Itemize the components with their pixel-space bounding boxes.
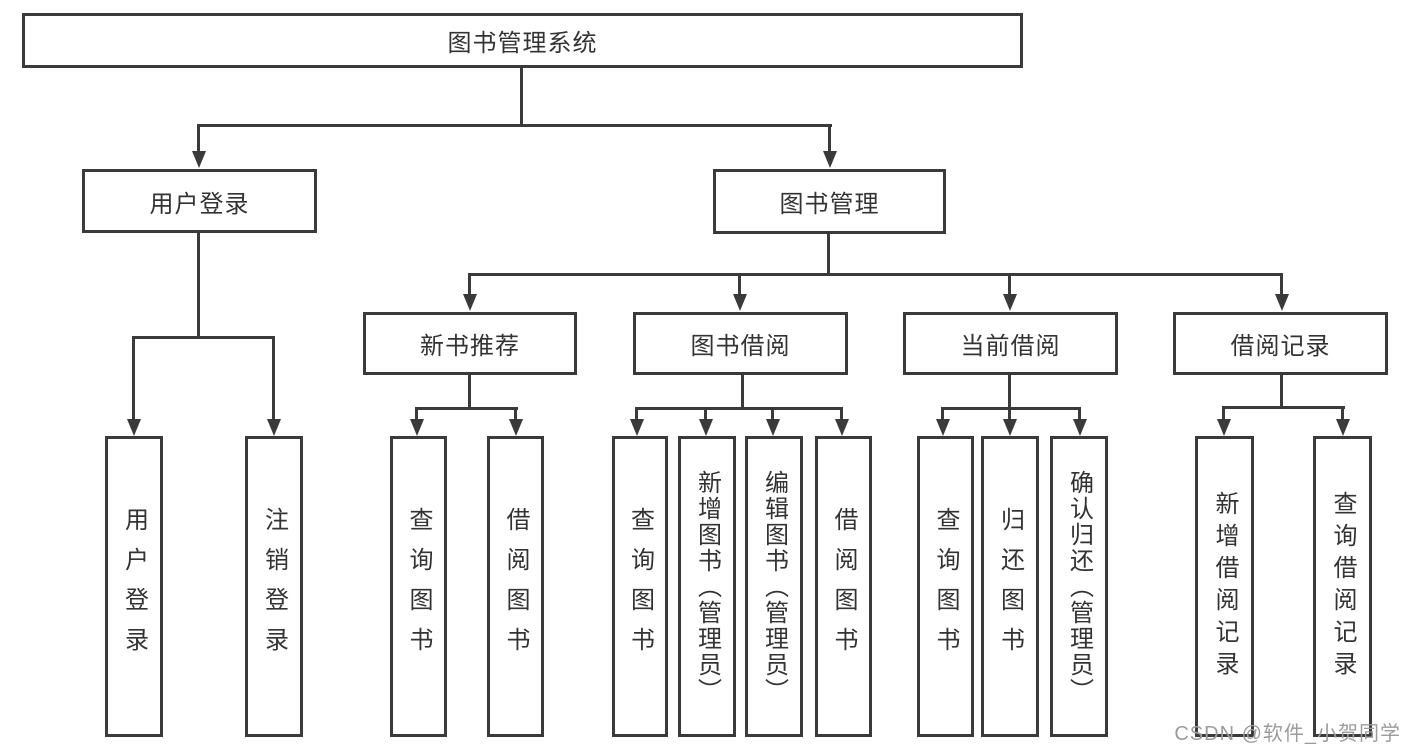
connector-stem-leaf-user-login	[132, 336, 135, 419]
node-book-borrowing-label: 图书借阅	[690, 333, 791, 360]
leaf-logout-label: 注销登录	[260, 506, 288, 667]
leaf-query-books-current: 查询图书	[917, 436, 974, 737]
node-user-login-label: 用户登录	[149, 190, 250, 218]
node-root-label: 图书管理系统	[447, 30, 598, 57]
connector-stem	[1222, 406, 1225, 419]
node-current-borrowing: 当前借阅	[903, 312, 1118, 375]
node-root: 图书管理系统	[22, 13, 1023, 68]
connector-user-login-trunk	[197, 233, 200, 339]
arrowhead-leaf	[1336, 419, 1350, 436]
node-new-book-recommend: 新书推荐	[363, 312, 577, 375]
leaf-add-books-admin-label: 新增图书（管理员）	[693, 469, 721, 704]
leaf-borrow-books-recommend: 借阅图书	[487, 436, 544, 737]
connector-borrowing-records-split	[1222, 406, 1345, 409]
leaf-query-borrow-record-label: 查询借阅记录	[1329, 490, 1356, 683]
node-book-borrowing: 图书借阅	[633, 312, 848, 375]
arrowhead-leaf	[835, 419, 849, 436]
node-book-management-label: 图书管理	[779, 191, 880, 218]
leaf-query-books-current-label: 查询图书	[932, 506, 959, 667]
connector-root-trunk	[520, 68, 523, 127]
connector-stem	[1008, 407, 1011, 419]
leaf-add-books-admin: 新增图书（管理员）	[678, 436, 736, 737]
node-borrowing-records: 借阅记录	[1173, 312, 1388, 375]
node-new-book-recommend-label: 新书推荐	[420, 333, 520, 360]
leaf-query-books-recommend: 查询图书	[390, 436, 447, 737]
arrowhead-leaf	[1003, 419, 1017, 436]
arrowhead-leaf	[936, 419, 950, 436]
connector-stem	[415, 407, 418, 419]
connector-stem	[941, 407, 944, 419]
connector-user-login-split	[132, 336, 275, 339]
connector-stem-leaf-logout	[272, 336, 275, 419]
connector-stem	[840, 407, 843, 419]
connector-stem-current-borrowing	[1008, 273, 1011, 295]
arrowhead-user-login	[192, 151, 206, 168]
leaf-borrow-books-recommend-label: 借阅图书	[502, 506, 529, 667]
arrowhead-leaf	[509, 419, 523, 436]
arrowhead-leaf	[630, 419, 644, 436]
arrowhead-book-borrowing	[733, 294, 747, 311]
connector-new-book-split	[415, 407, 518, 410]
connector-stem	[1341, 406, 1344, 419]
connector-current-borrowing-trunk	[1008, 375, 1011, 410]
leaf-return-books: 归还图书	[981, 436, 1039, 737]
leaf-add-borrow-record: 新增借阅记录	[1195, 436, 1254, 737]
node-borrowing-records-label: 借阅记录	[1230, 333, 1331, 360]
arrowhead-current-borrowing	[1003, 294, 1017, 311]
connector-stem	[704, 407, 707, 419]
leaf-user-login-label: 用户登录	[120, 506, 148, 667]
arrowhead-leaf-logout	[267, 419, 281, 436]
connector-book-borrowing-split	[635, 407, 843, 410]
connector-stem-user-login	[197, 124, 200, 152]
connector-book-management-trunk	[827, 234, 830, 276]
node-user-login: 用户登录	[82, 169, 317, 233]
connector-stem	[635, 407, 638, 419]
leaf-borrow-books-borrowing-label: 借阅图书	[830, 506, 857, 667]
connector-level1-split	[197, 124, 832, 127]
connector-stem-new-book	[468, 273, 471, 295]
node-book-management: 图书管理	[713, 169, 946, 234]
arrowhead-leaf	[699, 419, 713, 436]
connector-stem	[514, 407, 517, 419]
connector-level3-split	[468, 273, 1283, 276]
connector-stem	[771, 407, 774, 419]
arrowhead-leaf	[766, 419, 780, 436]
connector-current-borrowing-split	[941, 407, 1081, 410]
connector-stem-book-management	[828, 124, 831, 152]
leaf-confirm-return-admin-label: 确认归还（管理员）	[1065, 469, 1093, 704]
leaf-user-login: 用户登录	[105, 436, 163, 737]
arrowhead-leaf	[1217, 419, 1231, 436]
arrowhead-borrowing-records	[1275, 294, 1289, 311]
connector-book-borrowing-trunk	[741, 375, 744, 410]
arrowhead-leaf	[1073, 419, 1087, 436]
leaf-query-borrow-record: 查询借阅记录	[1313, 436, 1372, 737]
leaf-edit-books-admin: 编辑图书（管理员）	[745, 436, 803, 737]
leaf-edit-books-admin-label: 编辑图书（管理员）	[760, 469, 788, 704]
leaf-confirm-return-admin: 确认归还（管理员）	[1050, 436, 1108, 737]
connector-stem-borrowing-records	[1280, 273, 1283, 295]
leaf-add-borrow-record-label: 新增借阅记录	[1211, 490, 1238, 683]
arrowhead-new-book	[463, 294, 477, 311]
arrowhead-leaf-user-login	[127, 419, 141, 436]
connector-new-book-trunk	[468, 375, 471, 410]
arrowhead-book-management	[823, 151, 837, 168]
arrowhead-leaf	[410, 419, 424, 436]
connector-borrowing-records-trunk	[1280, 375, 1283, 409]
node-current-borrowing-label: 当前借阅	[960, 333, 1061, 360]
leaf-query-books-recommend-label: 查询图书	[405, 506, 432, 667]
leaf-logout: 注销登录	[245, 436, 303, 737]
leaf-query-books-borrowing-label: 查询图书	[626, 506, 654, 667]
connector-stem-book-borrowing	[738, 273, 741, 295]
watermark-text: CSDN @软件_小贺同学	[1174, 723, 1401, 745]
leaf-return-books-label: 归还图书	[996, 506, 1024, 667]
leaf-borrow-books-borrowing: 借阅图书	[815, 436, 872, 737]
connector-stem	[1078, 407, 1081, 419]
leaf-query-books-borrowing: 查询图书	[612, 436, 668, 737]
